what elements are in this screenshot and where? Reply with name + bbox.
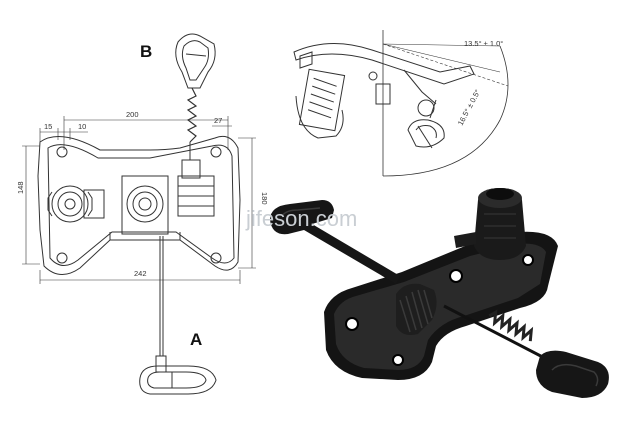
dimension-lines bbox=[22, 116, 256, 284]
label-b: B bbox=[140, 42, 152, 61]
angle-label-top: 13.5° ± 1.0° bbox=[464, 39, 503, 48]
side-view-drawing bbox=[293, 30, 509, 177]
photo-lever-top bbox=[270, 200, 400, 284]
photo-lever-bottom bbox=[536, 350, 609, 398]
dim-148: 148 bbox=[16, 181, 25, 194]
dim-27: 27 bbox=[214, 116, 222, 125]
watermark: jifeson.com bbox=[245, 206, 357, 231]
angle-label-side: 16.5° ± 0.5° bbox=[456, 88, 482, 127]
handle-a bbox=[139, 236, 217, 395]
mechanism-plate bbox=[37, 135, 241, 275]
label-a: A bbox=[190, 330, 202, 349]
dim-180: 180 bbox=[260, 192, 269, 205]
photo-spring bbox=[488, 309, 534, 342]
top-view-drawing bbox=[22, 33, 256, 395]
dim-242: 242 bbox=[134, 269, 147, 278]
dim-10: 10 bbox=[78, 122, 86, 131]
dim-15: 15 bbox=[44, 122, 52, 131]
dim-200: 200 bbox=[126, 110, 139, 119]
handle-b bbox=[175, 33, 216, 160]
mechanism-photo bbox=[270, 188, 609, 398]
